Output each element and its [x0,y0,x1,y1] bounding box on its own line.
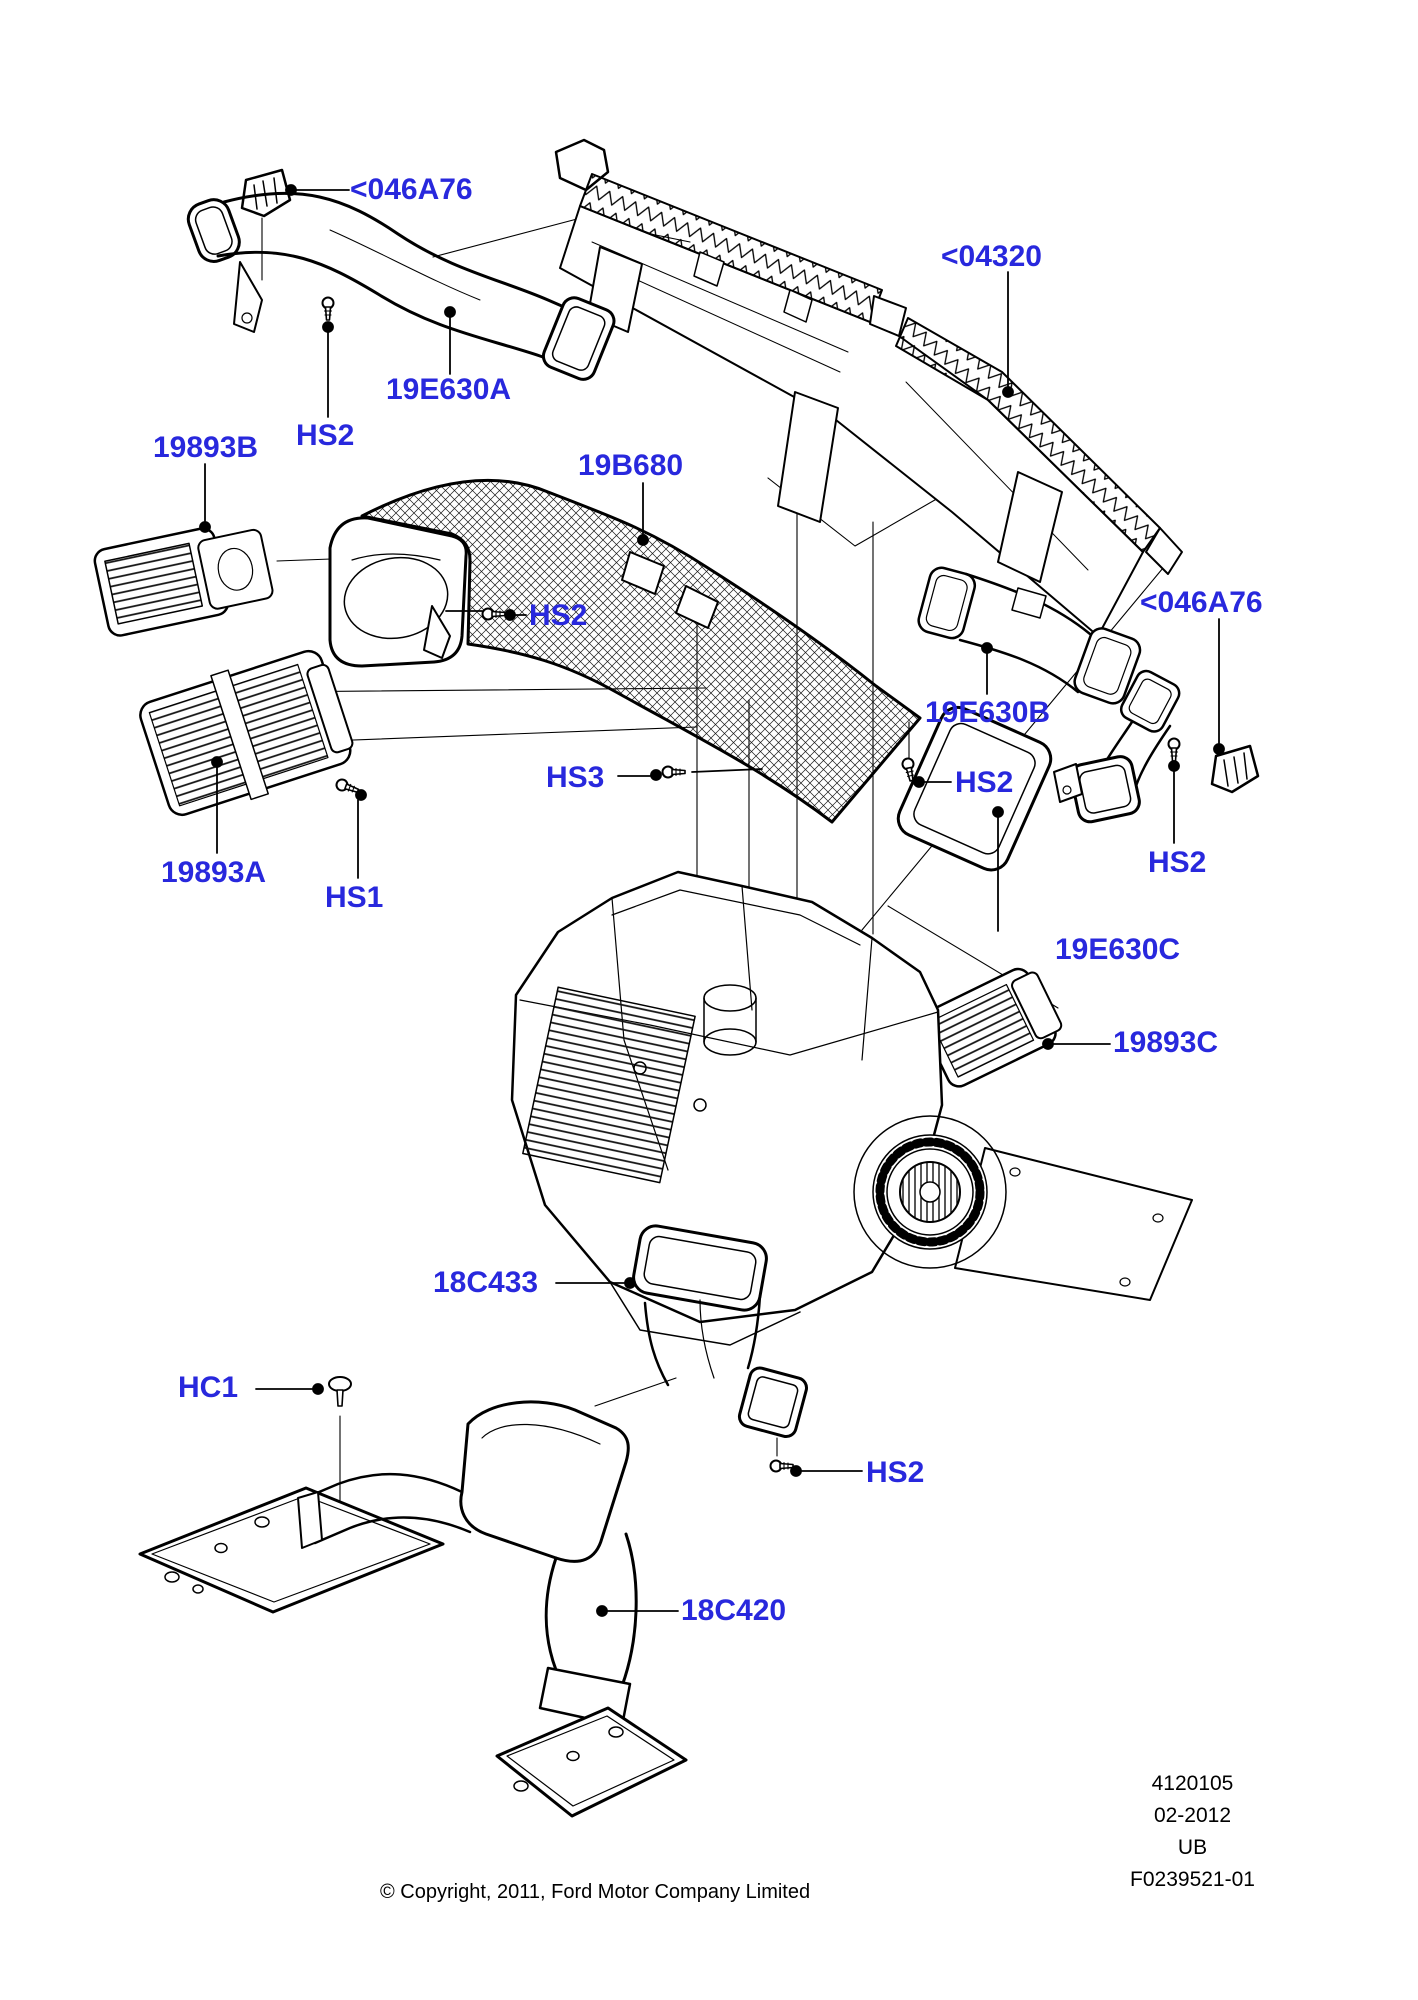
callout-hs2-1[interactable]: HS2 [296,419,355,452]
callout-hs2-5[interactable]: HS2 [866,1456,925,1489]
callout-046a76-left[interactable]: <046A76 [350,173,473,206]
part-heater-unit-assembly [510,870,1193,1346]
part-instrument-panel-04320 [554,138,1183,637]
callout-hs1[interactable]: HS1 [325,881,384,914]
callout-hs2-4[interactable]: HS2 [1148,846,1207,879]
pin-hc1 [328,1376,352,1407]
part-floor-duct-front-18C433 [632,1224,808,1438]
figure-date: 02-2012 [1153,1804,1232,1827]
part-vent-register-19893A [139,649,354,817]
part-floor-duct-rear-18C420 [138,1400,688,1818]
callout-19893c[interactable]: 19893C [1113,1026,1219,1059]
callout-18c433[interactable]: 18C433 [433,1266,539,1299]
callout-hs2-2[interactable]: HS2 [529,599,588,632]
part-demister-duct-19E630C [1053,669,1181,824]
screw-hs2-1 [321,296,335,321]
part-vent-register-19893B [93,527,274,637]
part-defroster-vent-right-046A76 [1210,744,1260,794]
callout-hs3[interactable]: HS3 [546,761,605,794]
callout-19893a[interactable]: 19893A [161,856,267,889]
callout-18c420[interactable]: 18C420 [681,1594,787,1627]
leader-lines [199,184,1225,1617]
figure-vehicle-code: UB [1177,1836,1208,1859]
callout-19e630a[interactable]: 19E630A [386,373,512,406]
figure-meta-block: 4120105 02-2012 UB F0239521-01 [1085,1768,1300,1896]
part-distribution-duct-19B680 [328,478,1053,872]
blower-mount-plate [954,1147,1193,1301]
screw-hs2-5 [769,1459,794,1473]
callout-19e630c[interactable]: 19E630C [1055,933,1181,966]
callout-19e630b[interactable]: 19E630B [925,696,1051,729]
part-demister-duct-19E630B [917,566,1142,705]
callout-046a76-right[interactable]: <046A76 [1140,586,1263,619]
figure-id: F0239521-01 [1130,1868,1255,1891]
screw-hs3 [661,765,686,779]
callout-hs2-3[interactable]: HS2 [955,766,1014,799]
callout-19893b[interactable]: 19893B [153,431,259,464]
blower-motor [853,1115,1007,1269]
callout-04320[interactable]: <04320 [941,240,1042,273]
part-vent-register-19893C [920,967,1063,1088]
figure-doc-id: 4120105 [1151,1772,1234,1795]
callout-19b680[interactable]: 19B680 [578,449,684,482]
screw-hs2-4 [1167,737,1181,762]
callout-hc1[interactable]: HC1 [178,1371,239,1404]
part-demister-duct-19E630A [186,191,616,381]
copyright-notice: © Copyright, 2011, Ford Motor Company Li… [380,1881,811,1903]
